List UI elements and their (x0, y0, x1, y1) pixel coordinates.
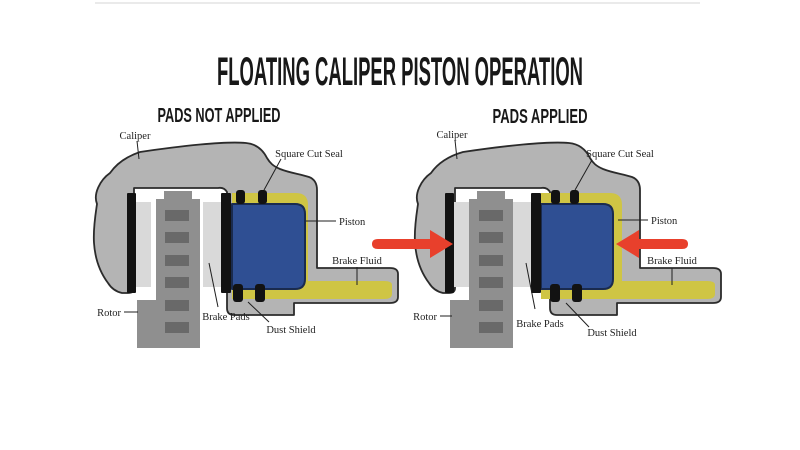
label-piston: Piston (339, 217, 366, 228)
square-cut-seal-bar (236, 190, 245, 204)
label-caliper: Caliper (437, 130, 468, 141)
brake-pad-lining-outboard (136, 202, 151, 287)
panel-pads-applied: PADS APPLIED (372, 106, 722, 348)
label-rotor: Rotor (413, 312, 437, 323)
rotor-vent-slot (165, 210, 189, 221)
brake-pad-lining-inboard (203, 202, 221, 287)
dust-shield-bar (233, 284, 243, 302)
label-square-cut-seal: Square Cut Seal (586, 149, 654, 160)
label-caliper: Caliper (120, 131, 151, 142)
rotor-vent-slot (165, 277, 189, 288)
label-square-cut-seal: Square Cut Seal (275, 149, 343, 160)
label-dust-shield: Dust Shield (587, 328, 637, 339)
rotor-vent-slot (165, 232, 189, 243)
label-brake-pads: Brake Pads (516, 319, 564, 330)
rotor-vent-slot (479, 322, 503, 333)
rotor-vent-slots (165, 210, 189, 333)
piston-shape (231, 203, 306, 290)
leader-square-cut-seal (574, 159, 593, 191)
dust-shield-bar (550, 284, 560, 302)
label-dust-shield: Dust Shield (266, 325, 316, 336)
leader-brake-pads (208, 262, 219, 308)
square-cut-seal-bar (551, 190, 560, 204)
label-piston: Piston (651, 216, 678, 227)
dust-shield-bar (572, 284, 582, 302)
square-cut-seal-bar (570, 190, 579, 204)
rotor-vent-slot (479, 300, 503, 311)
panel-subtitle: PADS APPLIED (493, 106, 588, 128)
leader-caliper (454, 139, 458, 160)
brake-pad-backing-inboard (531, 193, 541, 293)
rotor-vent-slot (165, 255, 189, 266)
brake-pad-lining-outboard (454, 202, 469, 287)
force-arrow-left-icon (616, 230, 688, 258)
panel-subtitle: PADS NOT APPLIED (158, 105, 281, 127)
rotor-vent-slot (165, 322, 189, 333)
brake-pad-backing-outboard (127, 193, 136, 293)
leader-dust-shield (247, 301, 270, 323)
label-brake-fluid: Brake Fluid (332, 256, 383, 267)
label-brake-fluid: Brake Fluid (647, 256, 698, 267)
leader-square-cut-seal (263, 158, 282, 191)
rotor-vent-slot (479, 277, 503, 288)
leader-dust-shield (565, 302, 590, 328)
rotor-vent-slot (479, 232, 503, 243)
leader-caliper (136, 140, 140, 160)
page-title: FLOATING CALIPER PISTON OPERATION (217, 50, 583, 94)
square-cut-seal-bar (258, 190, 267, 204)
force-arrow-right-icon (372, 230, 453, 258)
rotor-vent-slots (479, 210, 503, 333)
rotor-vent-slot (165, 300, 189, 311)
label-brake-pads: Brake Pads (202, 312, 250, 323)
dust-shield-bar (255, 284, 265, 302)
rotor-vent-slot (479, 210, 503, 221)
panel-pads-not-applied: PADS NOT APPLIED (92, 105, 399, 348)
piston-shape (540, 203, 614, 290)
brake-pad-backing-inboard (221, 193, 231, 293)
rotor-vent-slot (479, 255, 503, 266)
leader-brake-pads (525, 262, 536, 310)
label-rotor: Rotor (97, 308, 121, 319)
